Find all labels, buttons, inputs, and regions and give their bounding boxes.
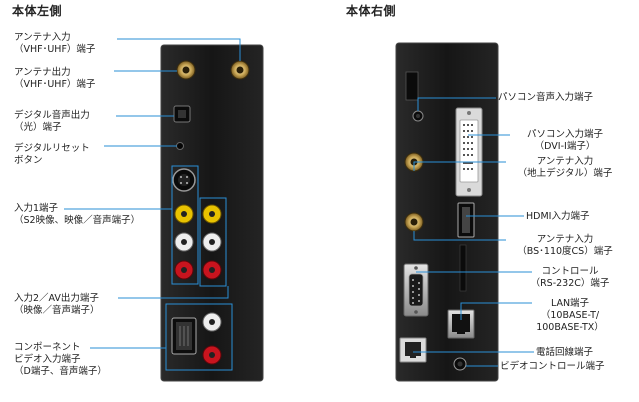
label-antenna-terrestrial: アンテナ入力（地上デジタル）端子 bbox=[517, 156, 613, 179]
label-digital-reset: デジタルリセットボタン bbox=[14, 143, 90, 166]
label-pc-input: パソコン入力端子（DVI-I端子） bbox=[526, 129, 603, 152]
video-control-jack bbox=[453, 357, 467, 371]
label-control: コントロール（RS-232C）端子 bbox=[530, 266, 610, 289]
right-side-title: 本体右側 bbox=[346, 4, 397, 18]
label-antenna-bs-cs: アンテナ入力（BS･110度CS）端子 bbox=[517, 234, 613, 257]
rs232c-port bbox=[403, 263, 429, 317]
top-slot bbox=[405, 71, 419, 101]
right-panel bbox=[395, 42, 499, 382]
label-video-control: ビデオコントロール端子 bbox=[500, 361, 605, 372]
label-input1: 入力1端子（S2映像、映像／音声端子） bbox=[14, 203, 141, 226]
component-audio-rca bbox=[202, 312, 222, 365]
vertical-slot bbox=[459, 244, 467, 292]
pc-audio-jack bbox=[412, 110, 424, 122]
input2-rca-column bbox=[202, 204, 222, 280]
lan-port bbox=[447, 309, 475, 339]
label-phone-line: 電話回線端子 bbox=[536, 347, 594, 358]
bs-cs-antenna-connector bbox=[404, 212, 424, 232]
left-panel bbox=[160, 44, 264, 382]
label-antenna-in: アンテナ入力（VHF･UHF）端子 bbox=[14, 32, 96, 55]
antenna-in-connector bbox=[230, 60, 250, 80]
label-digital-audio-out: デジタル音声出力（光）端子 bbox=[14, 110, 90, 133]
dvi-port bbox=[455, 107, 483, 197]
hdmi-port bbox=[457, 202, 475, 238]
antenna-out-connector bbox=[176, 60, 196, 80]
phone-line-port bbox=[399, 337, 427, 363]
input1-rca-column bbox=[174, 204, 194, 280]
label-pc-audio-in: パソコン音声入力端子 bbox=[498, 92, 594, 103]
label-hdmi-input: HDMI入力端子 bbox=[526, 211, 590, 222]
d-terminal-connector bbox=[171, 317, 197, 355]
label-input2-av-out: 入力2／AV出力端子（映像／音声端子） bbox=[14, 293, 100, 316]
optical-audio-connector bbox=[173, 105, 191, 123]
label-antenna-out: アンテナ出力（VHF･UHF）端子 bbox=[14, 67, 96, 90]
right-callouts bbox=[413, 97, 534, 367]
label-component-video: コンポーネントビデオ入力端子（D端子、音声端子） bbox=[14, 342, 107, 377]
left-callouts bbox=[64, 38, 241, 371]
left-side-title: 本体左側 bbox=[12, 4, 63, 18]
digital-reset-button bbox=[176, 142, 184, 150]
s-video-connector bbox=[172, 168, 196, 192]
label-lan: LAN端子（10BASE-T/100BASE-TX） bbox=[536, 298, 604, 333]
